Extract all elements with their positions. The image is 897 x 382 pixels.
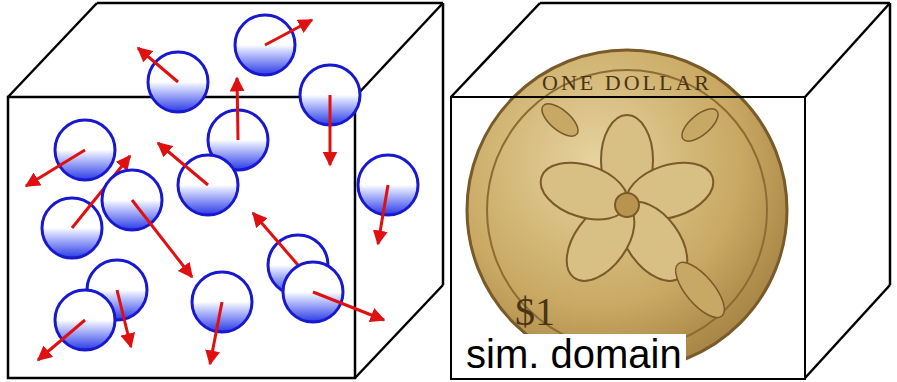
box-edge [889, 3, 892, 285]
particle [235, 15, 312, 75]
velocity-arrow [158, 143, 208, 185]
velocity-arrow [132, 200, 192, 277]
velocity-arrow [138, 48, 178, 82]
box-edge [355, 3, 443, 97]
domain-box [451, 3, 890, 378]
particle [358, 155, 418, 244]
box-edge [540, 2, 890, 5]
coin-leaves [537, 98, 733, 325]
coin-disc [467, 50, 787, 370]
box-front-face [8, 97, 355, 378]
domain-box: sim. domain [450, 96, 806, 380]
particle [300, 65, 360, 165]
coin-denomination: $1 [515, 292, 555, 332]
box-edge [442, 3, 445, 285]
velocity-arrow [253, 213, 298, 265]
domain-label: sim. domain [462, 334, 686, 376]
velocity-arrow [313, 292, 384, 320]
particle-box [8, 3, 443, 378]
velocity-arrow [329, 95, 332, 165]
particle [26, 120, 115, 186]
velocity-arrow [378, 185, 388, 244]
coin [467, 50, 787, 370]
box-edge [805, 285, 890, 378]
particles [26, 15, 418, 364]
particle [192, 272, 252, 364]
box-edge [355, 285, 443, 378]
particle [158, 143, 238, 215]
particle [138, 48, 208, 112]
velocity-arrow [38, 320, 85, 360]
velocity-arrow [265, 20, 312, 45]
petal [533, 152, 635, 229]
particle [38, 290, 115, 360]
box-edge [451, 3, 540, 97]
box-edge [8, 3, 97, 97]
velocity-arrow [117, 290, 131, 347]
box-edge [97, 2, 443, 5]
velocity-arrow [210, 302, 222, 364]
coin-inscription: ONE DOLLAR [542, 72, 712, 94]
velocity-arrow [26, 150, 85, 186]
particle [283, 262, 384, 322]
flower-center [615, 193, 639, 217]
leaf [677, 103, 724, 147]
leaf [537, 98, 584, 142]
box-edge [805, 3, 890, 97]
coin-rim [487, 70, 767, 350]
velocity-arrow [237, 78, 238, 140]
leaf [667, 255, 732, 325]
